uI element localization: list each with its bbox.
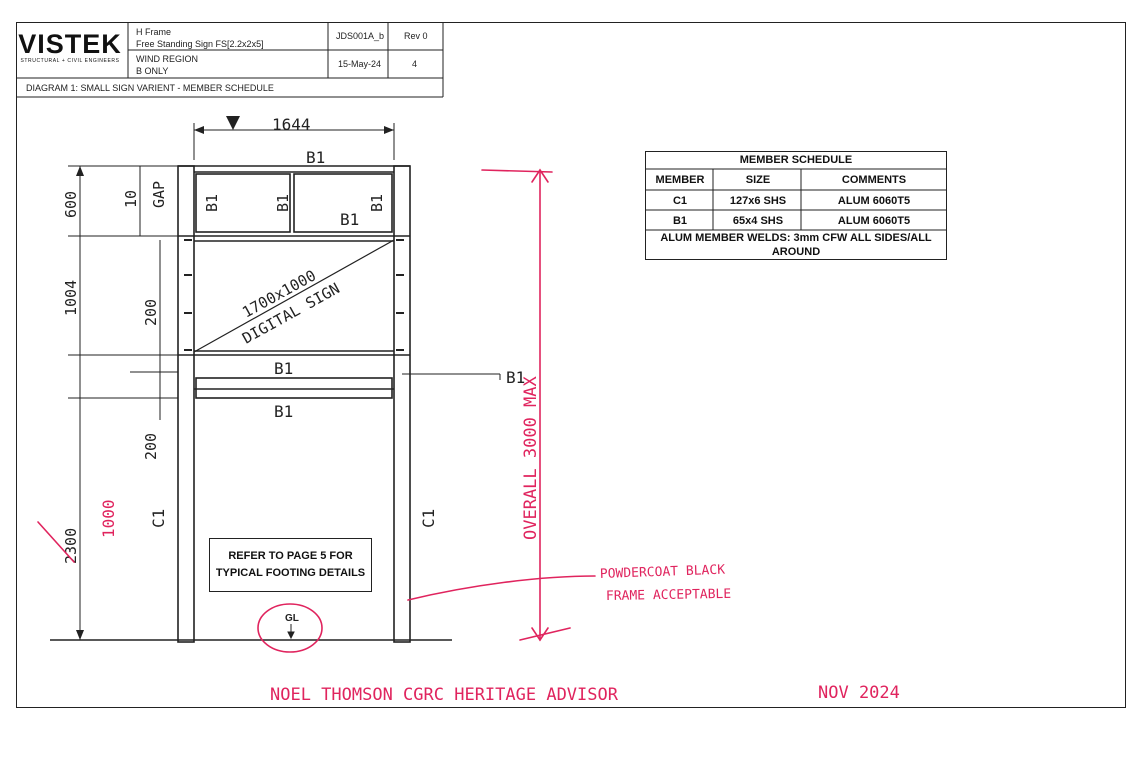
member-schedule-table: MEMBER SCHEDULE MEMBER SIZE COMMENTS C1 … — [645, 151, 947, 260]
dim-10: 10 — [122, 190, 140, 208]
schedule-row2-member: B1 — [672, 215, 688, 227]
page-number: 4 — [412, 59, 418, 69]
overall-max-note: OVERALL 3000 MAX — [521, 375, 541, 540]
dim-200-lower: 200 — [142, 433, 160, 460]
schedule-header-comments: COMMENTS — [841, 174, 907, 186]
heritage-markup — [37, 168, 921, 701]
powdercoat-note-line1: POWDERCOAT BLACK — [600, 563, 726, 582]
drawing-sheet — [16, 22, 1126, 708]
schedule-row1-size: 127x6 SHS — [729, 195, 787, 207]
powdercoat-note-line2: FRAME ACCEPTABLE — [606, 587, 731, 604]
dim-gap: GAP — [150, 181, 168, 208]
title-block-grid — [16, 22, 444, 98]
b1-label-low: B1 — [274, 402, 293, 421]
footing-note: REFER TO PAGE 5 FOR TYPICAL FOOTING DETA… — [209, 538, 372, 592]
dim-2300: 2300 — [62, 528, 80, 564]
project-line1: H Frame — [136, 27, 172, 37]
ground-level-label: GL — [285, 613, 299, 624]
region-line1: WIND REGION — [136, 54, 198, 64]
revision: Rev 0 — [404, 31, 428, 41]
schedule-row1-member: C1 — [672, 195, 688, 207]
b1-label-callout: B1 — [506, 368, 525, 387]
dimension-lines — [68, 123, 501, 640]
dim-600: 600 — [62, 191, 80, 218]
schedule-header-member: MEMBER — [655, 174, 705, 186]
revised-height-note: 1000 — [99, 499, 118, 538]
c1-label-left: C1 — [149, 509, 168, 528]
c1-label-right: C1 — [419, 509, 438, 528]
frame-structure — [50, 165, 452, 643]
heritage-signature: NOEL THOMSON CGRC HERITAGE ADVISOR — [270, 685, 619, 705]
schedule-row2-comments: ALUM 6060T5 — [837, 215, 911, 227]
dim-200-upper: 200 — [142, 299, 160, 326]
vistek-logo: VISTEK STRUCTURAL + CIVIL ENGINEERS — [18, 29, 122, 64]
schedule-title: MEMBER SCHEDULE — [739, 154, 853, 166]
b1-label-vertical-1: B1 — [203, 194, 221, 212]
side-ticks — [184, 239, 404, 351]
b1-label-mid: B1 — [274, 359, 293, 378]
schedule-header-size: SIZE — [745, 174, 771, 186]
gl-arrow — [287, 624, 295, 640]
schedule-footer-line1: ALUM MEMBER WELDS: 3mm CFW ALL SIDES/ALL — [660, 232, 932, 244]
b1-label-inner: B1 — [340, 210, 359, 229]
heritage-markup-text: OVERALL 3000 MAX 1000 POWDERCOAT BLACK F… — [99, 375, 900, 705]
markup-date: NOV 2024 — [818, 683, 900, 703]
schedule-row1-comments: ALUM 6060T5 — [837, 195, 911, 207]
diagram-title: DIAGRAM 1: SMALL SIGN VARIENT - MEMBER S… — [26, 83, 274, 93]
b1-label-top: B1 — [306, 148, 325, 167]
b1-label-vertical-3: B1 — [368, 194, 386, 212]
project-line2: Free Standing Sign FS[2.2x2x5] — [136, 39, 264, 49]
width-dimension: 1644 — [272, 115, 311, 134]
schedule-row2-size: 65x4 SHS — [732, 215, 784, 227]
region-line2: B ONLY — [136, 66, 169, 76]
dim-1004: 1004 — [62, 280, 80, 316]
schedule-footer-line2: AROUND — [771, 246, 821, 258]
issue-date: 15-May-24 — [338, 59, 382, 69]
schedule-grid — [645, 168, 946, 231]
b1-label-vertical-2: B1 — [274, 194, 292, 212]
job-number: JDS001A_b — [336, 31, 385, 41]
dimension-arrows — [76, 116, 394, 640]
